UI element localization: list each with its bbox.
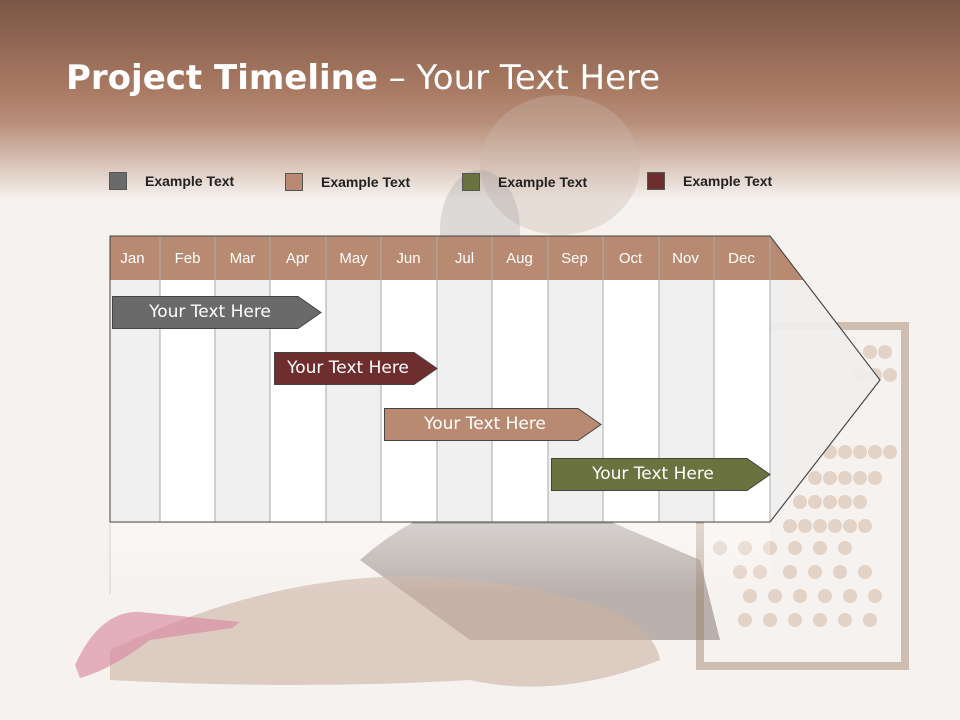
legend-swatch xyxy=(285,173,303,191)
title-rest: – Your Text Here xyxy=(377,58,661,98)
task-bar-4[interactable]: Your Text Here xyxy=(551,458,771,491)
slide-title: Project Timeline – Your Text Here xyxy=(66,58,660,98)
legend-item-2: Example Text xyxy=(285,172,410,192)
month-label-aug: Aug xyxy=(506,250,533,267)
legend-label: Example Text xyxy=(145,173,235,189)
title-bold: Project Timeline xyxy=(66,58,378,98)
legend-swatch xyxy=(462,173,480,191)
month-header-bar xyxy=(110,236,804,280)
month-label-mar: Mar xyxy=(229,250,256,267)
month-label-may: May xyxy=(339,250,368,267)
task-label: Your Text Here xyxy=(149,302,271,322)
task-label: Your Text Here xyxy=(592,464,714,484)
month-label-jun: Jun xyxy=(396,250,421,267)
legend-swatch xyxy=(647,172,665,190)
month-label-nov: Nov xyxy=(672,250,699,267)
task-bar-3[interactable]: Your Text Here xyxy=(384,408,602,441)
month-label-dec: Dec xyxy=(728,250,755,267)
month-label-jan: Jan xyxy=(120,250,145,267)
month-label-oct: Oct xyxy=(618,250,643,267)
header-band xyxy=(0,0,960,200)
task-bar-1[interactable]: Your Text Here xyxy=(112,296,322,329)
task-label: Your Text Here xyxy=(287,358,409,378)
month-label-sep: Sep xyxy=(561,250,588,267)
month-label-feb: Feb xyxy=(174,250,201,267)
month-label-apr: Apr xyxy=(285,250,310,267)
legend-label: Example Text xyxy=(321,174,411,190)
task-bar-2[interactable]: Your Text Here xyxy=(274,352,438,385)
legend-item-4: Example Text xyxy=(647,171,772,191)
month-label-jul: Jul xyxy=(454,250,475,267)
legend-item-1: Example Text xyxy=(109,171,234,191)
legend-swatch xyxy=(109,172,127,190)
task-label: Your Text Here xyxy=(424,414,546,434)
legend-label: Example Text xyxy=(498,174,588,190)
legend-label: Example Text xyxy=(683,173,773,189)
legend-item-3: Example Text xyxy=(462,172,587,192)
